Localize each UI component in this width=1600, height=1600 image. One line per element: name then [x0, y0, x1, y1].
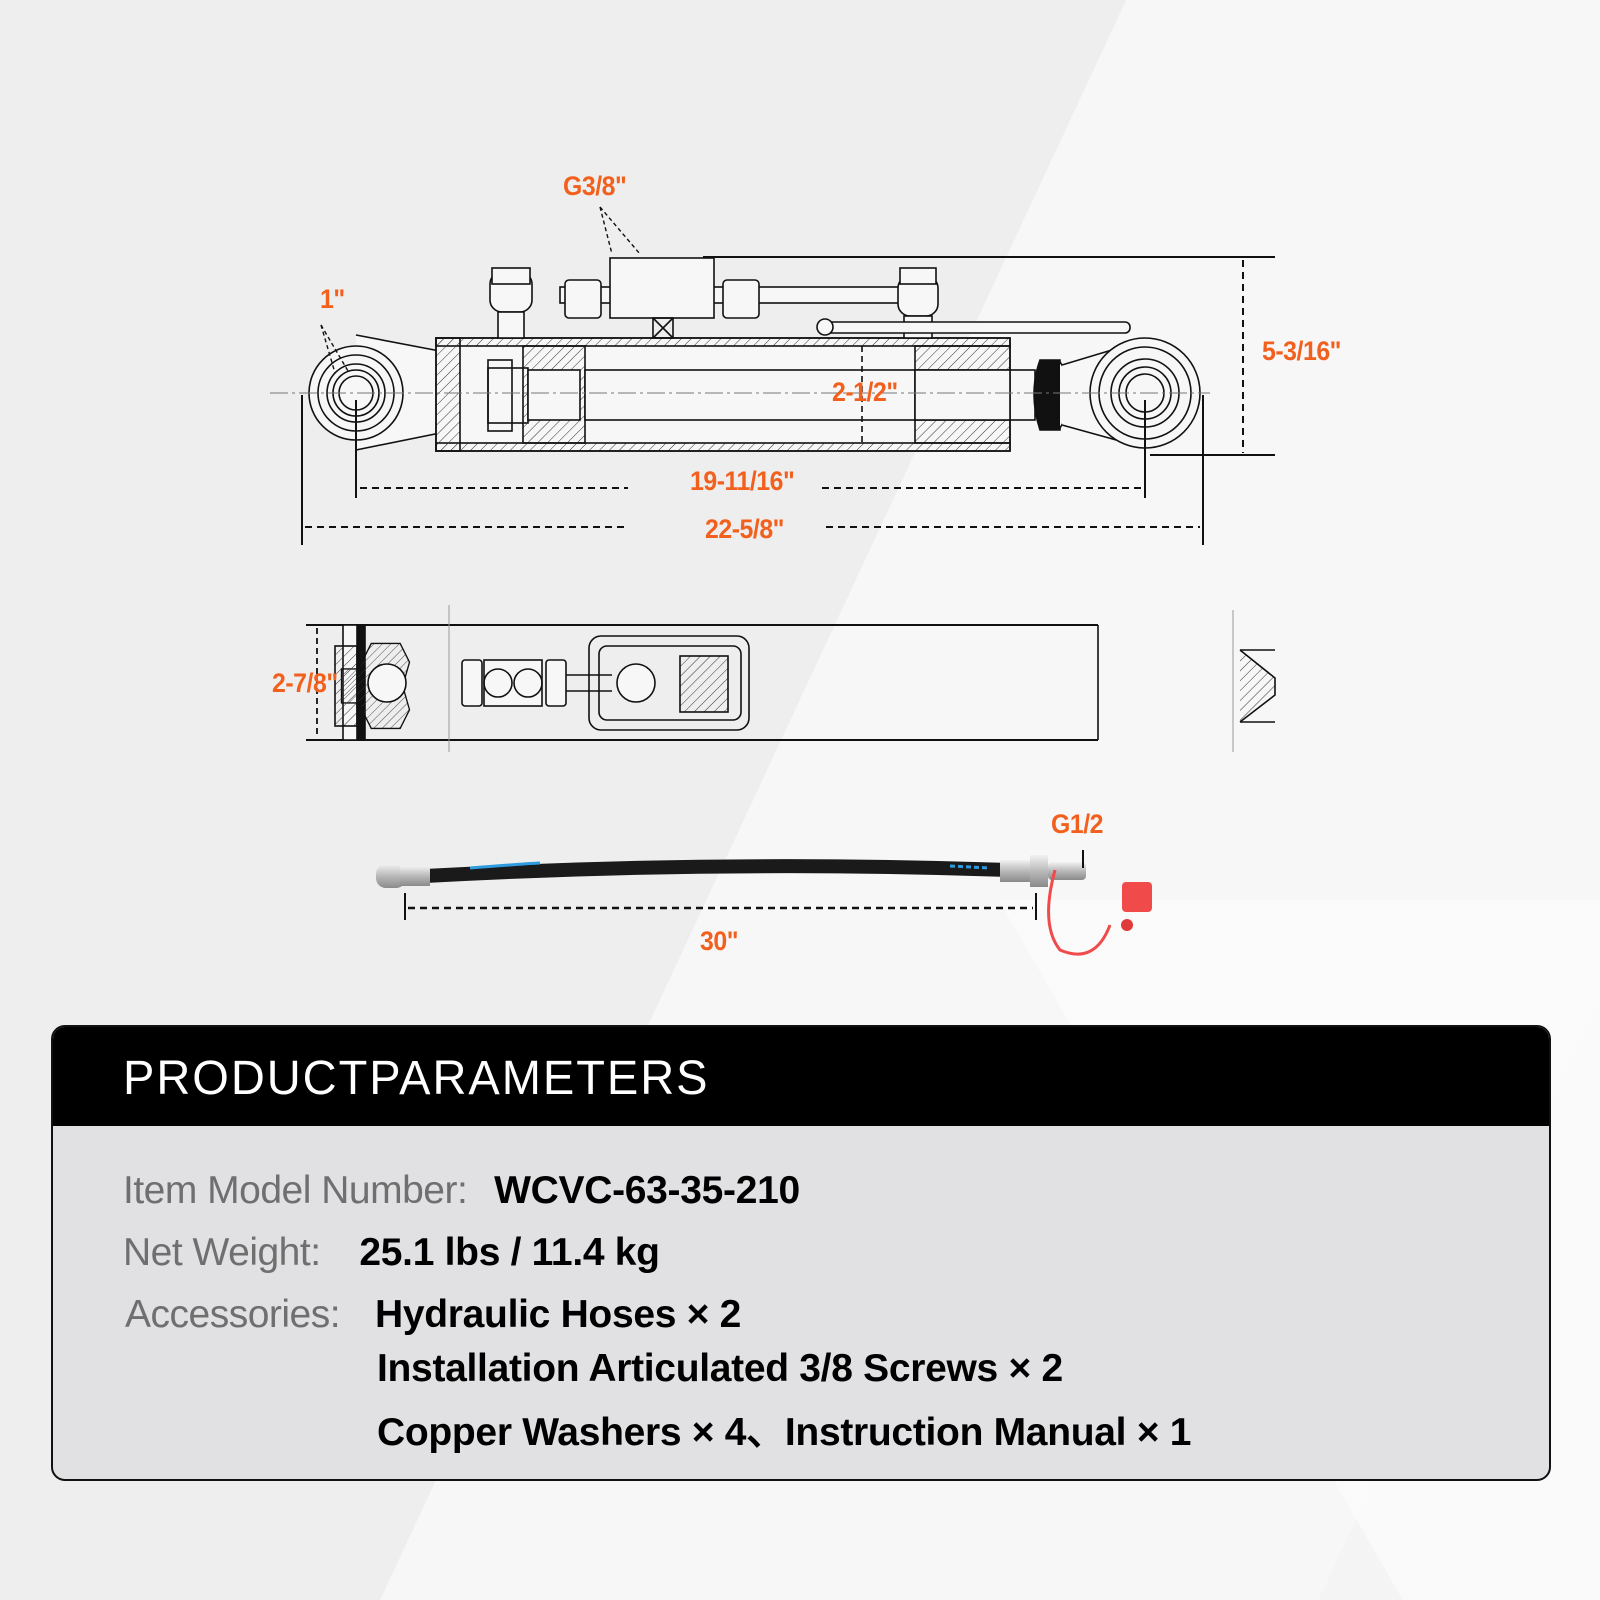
overall-length-label: 22-5/8" [705, 514, 784, 544]
net-weight-label: Net Weight: [123, 1231, 321, 1274]
hose-length-label: 30" [700, 926, 739, 956]
port-thread-label: G3/8" [563, 171, 627, 201]
net-weight-row: Net Weight: 25.1 lbs / 11.4 kg [123, 1231, 660, 1275]
bore-label: 2-1/2" [832, 377, 898, 407]
pin-hole-label: 1" [320, 284, 345, 314]
side-view-dimension-lines [301, 206, 1275, 545]
panel-header: PRODUCTPARAMETERS [53, 1027, 1549, 1126]
model-number-label: Item Model Number: [123, 1169, 468, 1212]
height-label: 5-3/16" [1262, 336, 1341, 366]
panel-title: PRODUCTPARAMETERS [123, 1052, 710, 1105]
net-weight-value: 25.1 lbs / 11.4 kg [359, 1231, 660, 1274]
accessories-label: Accessories: [125, 1293, 341, 1336]
accessory-item: Installation Articulated 3/8 Screws × 2 [377, 1347, 1063, 1390]
model-number-row: Item Model Number: WCVC-63-35-210 [123, 1169, 800, 1213]
hose-dimension-lines [404, 850, 1084, 920]
model-number-value: WCVC-63-35-210 [494, 1169, 800, 1212]
technical-drawing [270, 206, 1276, 956]
pin-center-length-label: 19-11/16" [690, 466, 795, 496]
product-parameters-panel: PRODUCTPARAMETERS Item Model Number: WCV… [51, 1025, 1551, 1481]
hydraulic-hose [376, 855, 1152, 956]
width-label: 2-7/8" [272, 668, 338, 698]
top-view-dimension-lines [448, 605, 1276, 752]
accessories-row: Accessories: [125, 1293, 341, 1337]
side-view-cylinder [270, 257, 1210, 452]
accessory-item: Copper Washers × 4、Instruction Manual × … [377, 1411, 1192, 1454]
top-view-cylinder [306, 624, 1099, 741]
hose-thread-label: G1/2 [1051, 809, 1104, 839]
accessory-item: Hydraulic Hoses × 2 [375, 1293, 742, 1336]
